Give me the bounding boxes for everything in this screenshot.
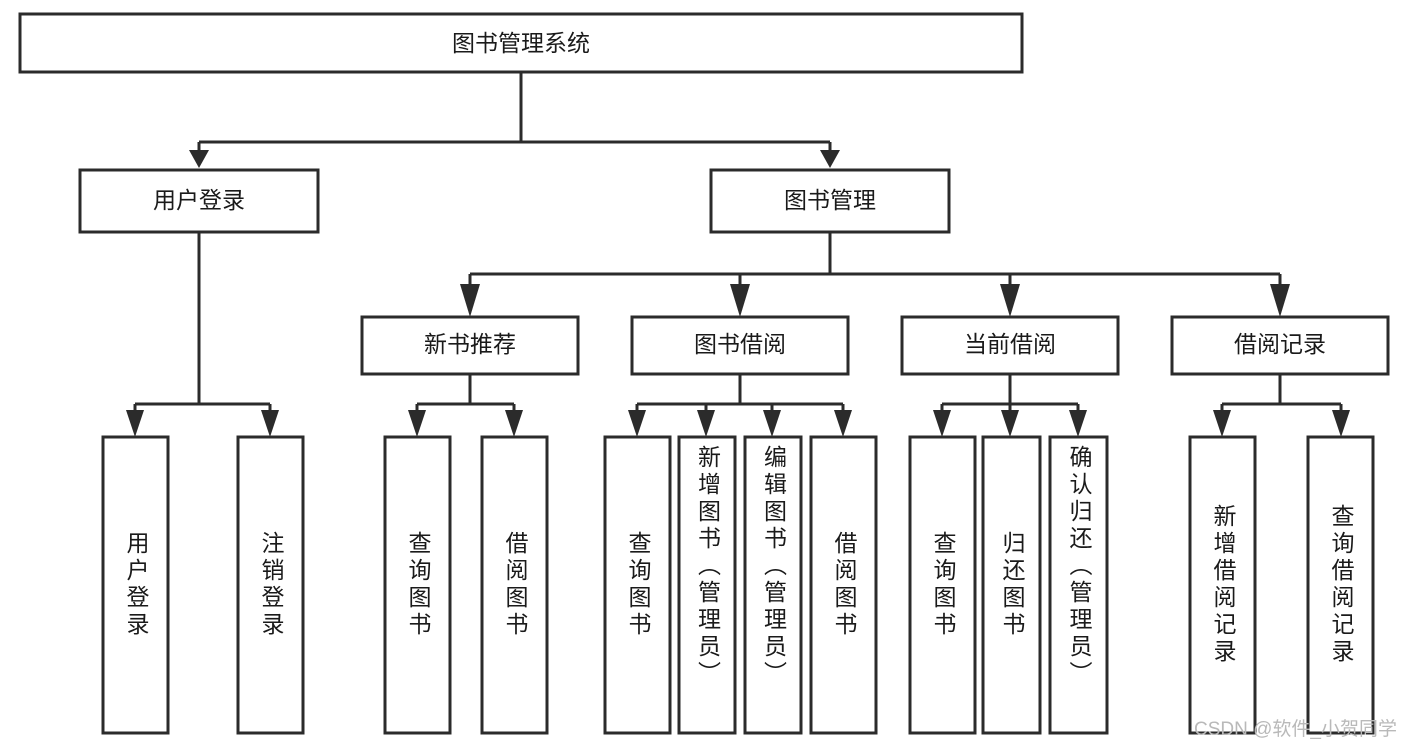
arrow-head-leaf-add-record bbox=[1213, 410, 1231, 437]
node-book-management-label: 图书管理 bbox=[784, 187, 876, 213]
node-borrow-record-box[interactable] bbox=[1170, 315, 1390, 376]
csdn-watermark: CSDN @软件_小贺同学 bbox=[1194, 719, 1397, 740]
arrow-head-book-borrow bbox=[730, 284, 750, 317]
connector-root-to-level2 bbox=[189, 72, 840, 168]
node-root-box[interactable] bbox=[18, 12, 1024, 74]
connector-userlogin-to-leaves bbox=[126, 232, 279, 437]
connector-bookborrow-to-leaves bbox=[628, 374, 852, 437]
arrow-head-new-book-recommend bbox=[460, 284, 480, 317]
connector-currentborrow-to-leaves bbox=[933, 374, 1087, 437]
node-user-login[interactable]: 用户登录 bbox=[78, 168, 320, 234]
arrow-head-user-login bbox=[189, 150, 209, 168]
node-root-label: 图书管理系统 bbox=[452, 30, 590, 56]
leaf-box-borrow-book-2[interactable] bbox=[809, 435, 878, 735]
arrow-head-leaf-return-book bbox=[1001, 410, 1019, 437]
node-book-borrow-box[interactable] bbox=[630, 315, 850, 376]
arrow-head-leaf-logout bbox=[261, 410, 279, 437]
node-borrow-record-label: 借阅记录 bbox=[1234, 331, 1326, 357]
leaf-box-query-book-2[interactable] bbox=[603, 435, 672, 735]
arrow-head-leaf-borrow-book-2 bbox=[834, 410, 852, 437]
arrow-head-leaf-query-record bbox=[1332, 410, 1350, 437]
arrow-head-leaf-confirm-return bbox=[1069, 410, 1087, 437]
node-current-borrow-box[interactable] bbox=[900, 315, 1120, 376]
arrow-head-leaf-add-book bbox=[697, 410, 715, 437]
leaf-box-query-record[interactable] bbox=[1306, 435, 1375, 735]
node-book-borrow[interactable]: 图书借阅 bbox=[630, 315, 850, 376]
node-new-book-recommend[interactable]: 新书推荐 bbox=[360, 315, 580, 376]
leaf-box-return-book[interactable] bbox=[981, 435, 1042, 735]
connector-bookmgmt-to-level3 bbox=[460, 232, 1290, 317]
arrow-head-leaf-edit-book bbox=[763, 410, 781, 437]
connector-newbook-to-leaves bbox=[408, 374, 523, 437]
leaf-box-confirm-return[interactable] bbox=[1048, 435, 1109, 735]
node-current-borrow[interactable]: 当前借阅 bbox=[900, 315, 1120, 376]
node-root[interactable]: 图书管理系统 bbox=[18, 12, 1024, 74]
leaf-boxes bbox=[101, 435, 1375, 735]
arrow-head-leaf-query-book-1 bbox=[408, 410, 426, 437]
leaf-box-add-record[interactable] bbox=[1188, 435, 1257, 735]
arrow-head-leaf-query-book-2 bbox=[628, 410, 646, 437]
node-book-management-box[interactable] bbox=[709, 168, 951, 234]
leaf-box-edit-book[interactable] bbox=[743, 435, 803, 735]
node-borrow-record[interactable]: 借阅记录 bbox=[1170, 315, 1390, 376]
node-user-login-label: 用户登录 bbox=[153, 187, 245, 213]
node-new-book-recommend-label: 新书推荐 bbox=[424, 331, 516, 357]
node-new-book-recommend-box[interactable] bbox=[360, 315, 580, 376]
leaf-box-query-book-3[interactable] bbox=[908, 435, 977, 735]
leaf-box-query-book-1[interactable] bbox=[383, 435, 452, 735]
leaf-box-logout[interactable] bbox=[236, 435, 305, 735]
leaf-box-user-login[interactable] bbox=[101, 435, 170, 735]
leaf-box-add-book[interactable] bbox=[677, 435, 737, 735]
node-current-borrow-label: 当前借阅 bbox=[964, 331, 1056, 357]
arrow-head-leaf-borrow-book-1 bbox=[505, 410, 523, 437]
node-user-login-box[interactable] bbox=[78, 168, 320, 234]
node-book-borrow-label: 图书借阅 bbox=[694, 331, 786, 357]
arrow-head-current-borrow bbox=[1000, 284, 1020, 317]
arrow-head-leaf-user-login bbox=[126, 410, 144, 437]
connector-borrowrecord-to-leaves bbox=[1213, 374, 1350, 437]
arrow-head-borrow-record bbox=[1270, 284, 1290, 317]
arrow-head-book-management bbox=[820, 150, 840, 168]
node-book-management[interactable]: 图书管理 bbox=[709, 168, 951, 234]
leaf-box-borrow-book-1[interactable] bbox=[480, 435, 549, 735]
arrow-head-leaf-query-book-3 bbox=[933, 410, 951, 437]
